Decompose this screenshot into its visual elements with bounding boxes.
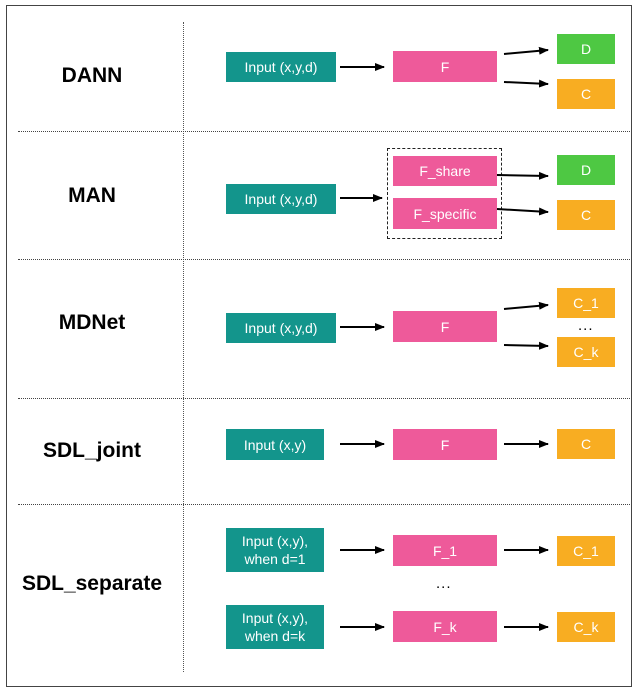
arrow [503,46,549,55]
input-box: Input (x,y), when d=k [226,605,324,649]
classifier-box: C_1 [557,288,615,318]
classifier-box: C_1 [557,536,615,566]
classifier-box: C [557,79,615,109]
input-box: Input (x,y,d) [226,313,336,343]
method-label-sdl-separate: SDL_separate [21,572,163,595]
arrow [503,341,549,350]
domain-discriminator-box: D [557,34,615,64]
input-box: Input (x,y,d) [226,52,336,82]
method-label-man: MAN [68,184,116,207]
arrow [503,79,549,88]
feature-extractor-box: F_k [393,611,497,642]
input-box: Input (x,y), when d=1 [226,528,324,572]
row-divider [18,131,632,132]
feature-extractor-box: F [393,429,497,460]
input-box: Input (x,y,d) [226,184,336,214]
classifier-box: C_k [557,612,615,642]
row-divider [18,398,632,399]
method-label-mdnet: MDNet [58,311,126,334]
arrow [503,301,549,310]
row-divider [18,259,632,260]
domain-discriminator-box: D [557,155,615,185]
arrow [496,171,549,180]
method-label-dann: DANN [61,64,123,87]
ellipsis: ... [436,575,452,592]
classifier-box: C [557,200,615,230]
method-label-sdl-joint: SDL_joint [43,439,141,462]
shared-feature-extractor-box: F_share [393,156,497,186]
diagram-frame [6,5,632,687]
feature-group-box [387,148,502,239]
row-divider [18,504,632,505]
classifier-box: C [557,429,615,459]
feature-extractor-box: F [393,311,497,342]
arrow [496,207,549,216]
ellipsis: ... [578,317,594,334]
column-divider [183,22,184,672]
input-box: Input (x,y) [226,429,324,460]
feature-extractor-box: F_1 [393,535,497,566]
feature-extractor-box: F [393,51,497,82]
classifier-box: C_k [557,337,615,367]
specific-feature-extractor-box: F_specific [393,198,497,229]
